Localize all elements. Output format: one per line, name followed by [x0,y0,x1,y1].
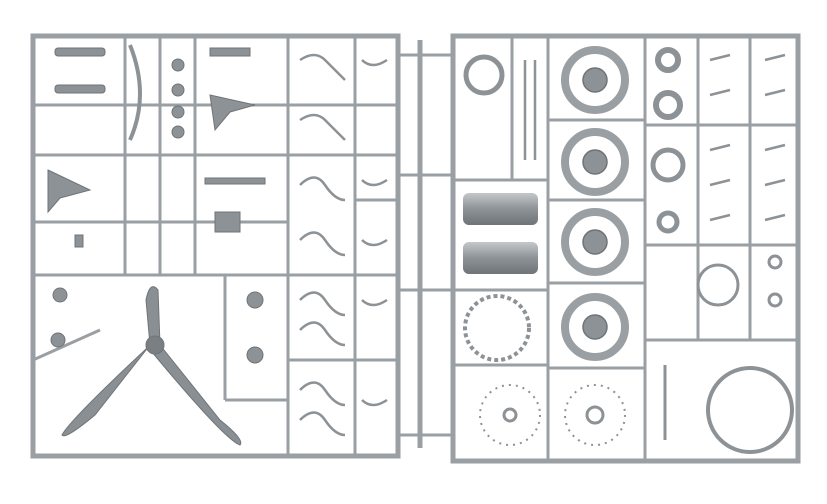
left-sprue-frame [30,33,401,459]
left-sprue-parts [47,44,266,364]
cylinder-parts [463,193,538,274]
right-sprue-frame [450,33,801,464]
small-hook-parts [523,53,786,222]
wire-parts [299,53,388,437]
propeller [61,286,242,446]
radial-engines [561,46,629,361]
center-runner [398,40,452,448]
ring-parts [463,47,794,454]
